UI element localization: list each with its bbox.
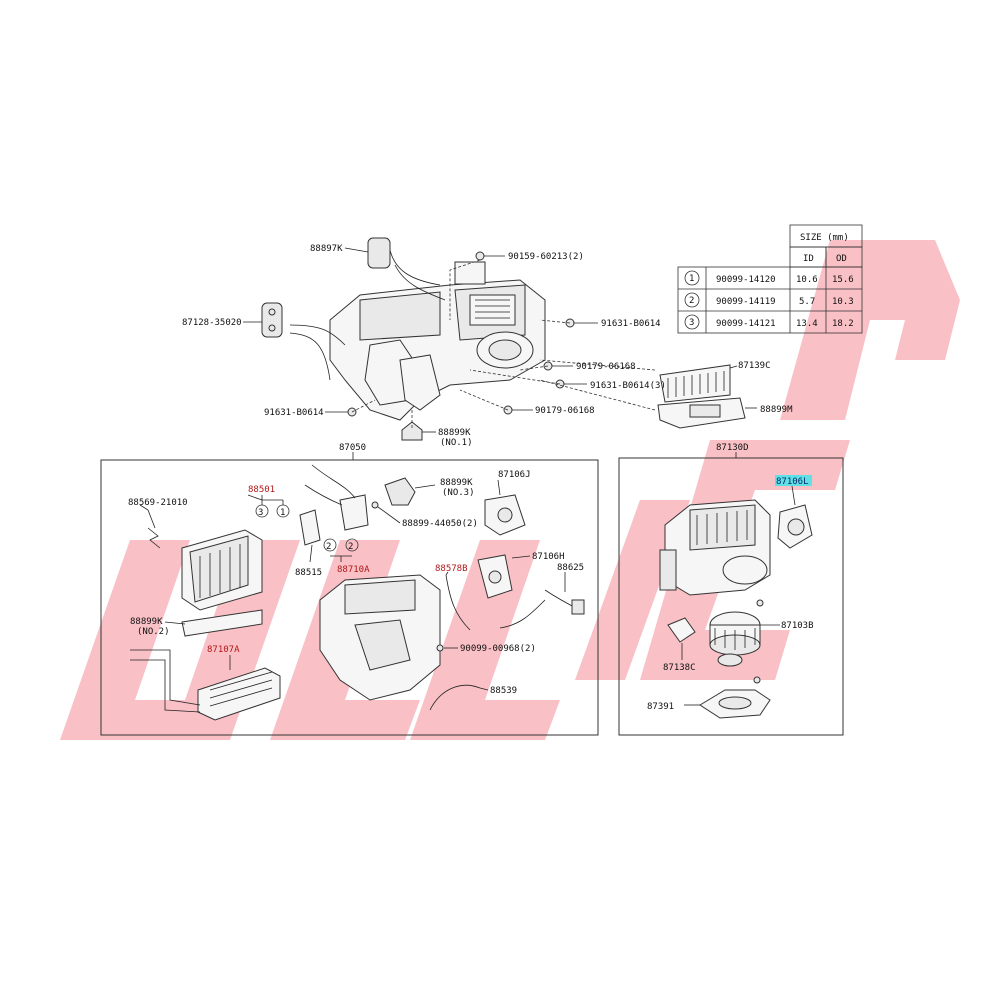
table-row-1-part[interactable]: 90099-14120 bbox=[716, 275, 776, 285]
table-row-2-id: 5.7 bbox=[799, 297, 815, 307]
label-91631-b0614-b[interactable]: 91631-B0614(3) bbox=[590, 381, 666, 391]
oring-callout-1: 1 bbox=[280, 508, 285, 518]
label-88578b[interactable]: 88578B bbox=[435, 564, 468, 574]
label-88515[interactable]: 88515 bbox=[295, 568, 322, 578]
label-88539[interactable]: 88539 bbox=[490, 686, 517, 696]
table-row-1-num: 1 bbox=[689, 274, 694, 284]
top-heater-assembly: 88897K 90159-60213(2) 87128-35020 91631-… bbox=[182, 237, 793, 448]
label-87106j[interactable]: 87106J bbox=[498, 470, 531, 480]
label-88899k-no3-note: (NO.3) bbox=[442, 488, 475, 498]
group-87050-title[interactable]: 87050 bbox=[339, 443, 366, 453]
table-row-3-id: 13.4 bbox=[796, 319, 818, 329]
table-row-3-od: 18.2 bbox=[832, 319, 854, 329]
group-87130d-title[interactable]: 87130D bbox=[716, 443, 749, 453]
label-90099-00968[interactable]: 90099-00968(2) bbox=[460, 644, 536, 654]
label-90179-06168-a[interactable]: 90179-06168 bbox=[576, 362, 636, 372]
label-88501[interactable]: 88501 bbox=[248, 485, 275, 495]
gasket-88897k bbox=[367, 237, 391, 269]
highlight-87106l bbox=[775, 475, 812, 486]
table-row-3-num: 3 bbox=[689, 318, 694, 328]
valve-bracket-88515 bbox=[299, 509, 321, 546]
cabin-filter bbox=[659, 364, 731, 403]
label-91631-b0614-c[interactable]: 91631-B0614 bbox=[264, 408, 324, 418]
label-90159-60213[interactable]: 90159-60213(2) bbox=[508, 252, 584, 262]
label-87391[interactable]: 87391 bbox=[647, 702, 674, 712]
table-row-1-id: 10.6 bbox=[796, 275, 818, 285]
label-87106h[interactable]: 87106H bbox=[532, 552, 565, 562]
table-row-1-od: 15.6 bbox=[832, 275, 854, 285]
label-87138c[interactable]: 87138C bbox=[663, 663, 696, 673]
label-87139c[interactable]: 87139C bbox=[738, 361, 771, 371]
table-row-3-part[interactable]: 90099-14121 bbox=[716, 319, 776, 329]
gasket-87128 bbox=[261, 302, 283, 338]
label-88899k-no1-note: (NO.1) bbox=[440, 438, 473, 448]
oring-callout-3: 3 bbox=[258, 508, 263, 518]
evaporator-seal bbox=[181, 609, 263, 637]
label-90179-06168-b[interactable]: 90179-06168 bbox=[535, 406, 595, 416]
label-88897k[interactable]: 88897K bbox=[310, 244, 343, 254]
oring-callout-2a: 2 bbox=[326, 542, 331, 552]
group-87050: 87050 bbox=[100, 443, 599, 736]
label-88710a[interactable]: 88710A bbox=[337, 565, 370, 575]
oring-callout-2b: 2 bbox=[348, 542, 353, 552]
label-88899k-no3[interactable]: 88899K bbox=[440, 478, 473, 488]
col-id-header: ID bbox=[803, 254, 814, 264]
label-88899k-no2-note: (NO.2) bbox=[137, 627, 170, 637]
col-od-header: OD bbox=[836, 254, 847, 264]
size-table: SIZE (mm) ID OD 1 90099-14120 10.6 15.6 … bbox=[677, 224, 863, 334]
label-91631-b0614-a[interactable]: 91631-B0614 bbox=[601, 319, 661, 329]
bracket-88899k-no3 bbox=[384, 477, 416, 506]
table-row-2-od: 10.3 bbox=[832, 297, 854, 307]
label-87107a[interactable]: 87107A bbox=[207, 645, 240, 655]
label-87128-35020[interactable]: 87128-35020 bbox=[182, 318, 242, 328]
label-87106l[interactable]: 87106L bbox=[776, 477, 809, 487]
label-88899k-no1[interactable]: 88899K bbox=[438, 428, 471, 438]
group-87130d: 87130D 87106L 87103B bbox=[618, 443, 844, 736]
label-88899m[interactable]: 88899M bbox=[760, 405, 793, 415]
size-header: SIZE (mm) bbox=[800, 233, 849, 243]
label-88899-44050[interactable]: 88899-44050(2) bbox=[402, 519, 478, 529]
table-row-2-part[interactable]: 90099-14119 bbox=[716, 297, 776, 307]
expansion-valve-88710a bbox=[339, 494, 369, 531]
label-88625[interactable]: 88625 bbox=[557, 563, 584, 573]
label-88569-21010[interactable]: 88569-21010 bbox=[128, 498, 188, 508]
table-row-2-num: 2 bbox=[689, 296, 694, 306]
blower-resistor bbox=[667, 617, 696, 643]
label-87103b[interactable]: 87103B bbox=[781, 621, 814, 631]
label-88899k-no2[interactable]: 88899K bbox=[130, 617, 163, 627]
